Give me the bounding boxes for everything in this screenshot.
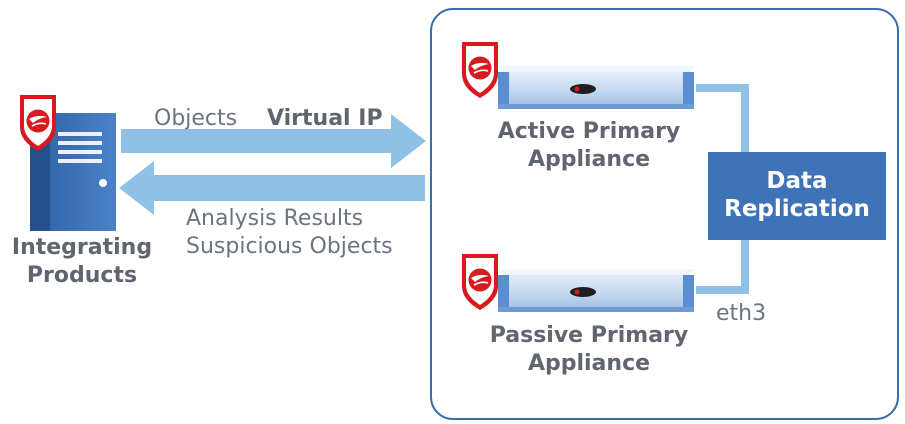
- rack-appliance-icon: [498, 269, 694, 312]
- results-arrow: [119, 161, 425, 215]
- cluster-frame: [430, 8, 899, 420]
- rack-appliance-icon: [498, 66, 694, 109]
- replication-link-passive: [696, 240, 749, 294]
- passive-appliance-label-line2: Appliance: [528, 351, 650, 376]
- eth3-label: eth3: [716, 301, 766, 326]
- virtual-ip-label: Virtual IP: [267, 106, 383, 131]
- integrating-label-line2: Products: [27, 263, 137, 288]
- objects-label: Objects: [154, 106, 237, 131]
- analysis-results-label: Analysis Results: [186, 206, 363, 231]
- data-replication-box: [708, 152, 886, 240]
- active-appliance-label-line2: Appliance: [528, 147, 650, 172]
- objects-arrow: [121, 114, 426, 168]
- replication-label-line1: Data: [766, 168, 827, 194]
- suspicious-objects-label: Suspicious Objects: [186, 234, 393, 259]
- active-appliance-label-line1: Active Primary: [498, 119, 681, 144]
- integrating-label-line1: Integrating: [12, 235, 152, 260]
- replication-label-line2: Replication: [724, 196, 870, 222]
- passive-appliance-label-line1: Passive Primary: [490, 323, 689, 348]
- replication-link-active: [696, 84, 749, 152]
